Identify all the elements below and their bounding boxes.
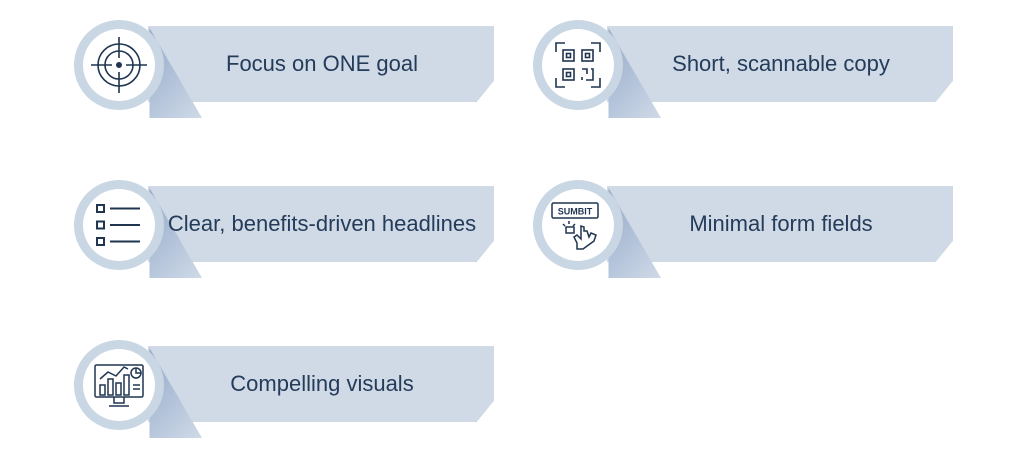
icon-ring: SUMBIT bbox=[533, 180, 623, 270]
card-short-copy: Short, scannable copy bbox=[533, 20, 953, 118]
icon-disc bbox=[542, 29, 614, 101]
card-minimal-form: SUMBIT Minimal form fields bbox=[533, 180, 953, 278]
card-banner bbox=[148, 346, 494, 422]
checklist-icon bbox=[96, 204, 140, 246]
monitor-chart-icon bbox=[94, 364, 144, 407]
icon-ring bbox=[74, 340, 164, 430]
target-icon bbox=[91, 37, 147, 93]
icon-disc: SUMBIT bbox=[542, 189, 614, 261]
submit-button-click-icon: SUMBIT bbox=[551, 202, 599, 250]
card-focus-goal: Focus on ONE goal bbox=[74, 20, 494, 118]
card-compelling-visuals: Compelling visuals bbox=[74, 340, 494, 438]
icon-disc bbox=[83, 349, 155, 421]
icon-ring bbox=[74, 20, 164, 110]
card-banner bbox=[607, 186, 953, 262]
icon-ring bbox=[74, 180, 164, 270]
icon-ring bbox=[533, 20, 623, 110]
card-label: Clear, benefits-driven headlines bbox=[167, 211, 477, 237]
card-label: Focus on ONE goal bbox=[226, 51, 418, 77]
card-banner bbox=[148, 186, 494, 262]
card-label: Minimal form fields bbox=[689, 211, 873, 237]
icon-disc bbox=[83, 189, 155, 261]
card-clear-headlines: Clear, benefits-driven headlines bbox=[74, 180, 494, 278]
card-banner bbox=[607, 26, 953, 102]
submit-icon-text: SUMBIT bbox=[558, 207, 593, 217]
icon-disc bbox=[83, 29, 155, 101]
card-label: Compelling visuals bbox=[230, 371, 414, 397]
card-banner bbox=[148, 26, 494, 102]
qr-code-icon bbox=[555, 42, 601, 88]
card-label: Short, scannable copy bbox=[672, 51, 890, 77]
